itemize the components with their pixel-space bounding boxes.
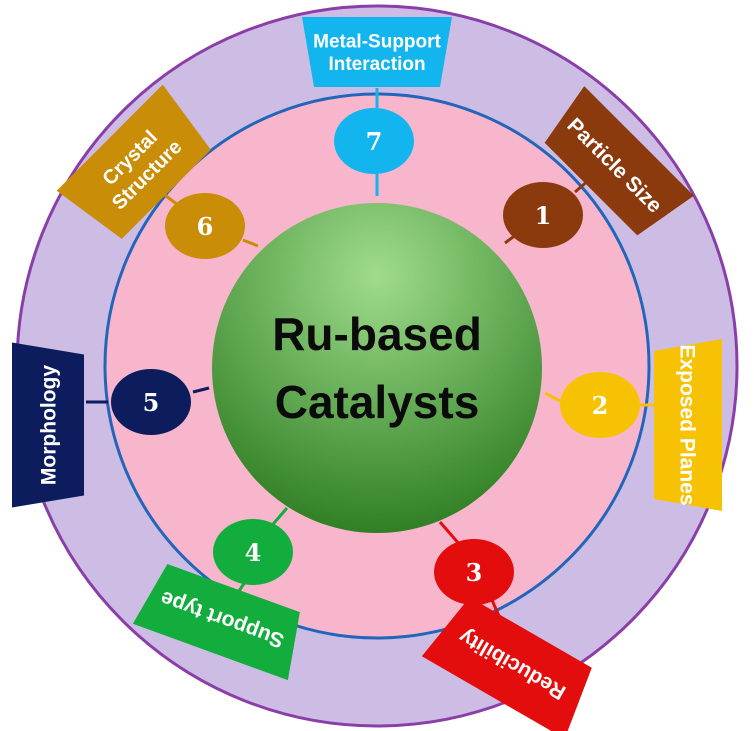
factor-label-box-6 xyxy=(56,84,211,239)
factor-label-box-4 xyxy=(132,563,300,681)
factor-label-text-7-2: Interaction xyxy=(328,54,425,75)
center-title-line2: Catalysts xyxy=(275,376,480,428)
number-badge-7 xyxy=(334,108,414,174)
connector-3-center xyxy=(438,521,462,546)
factor-label-text-2-1: Exposed Planes xyxy=(676,344,699,505)
number-badge-text-1: 1 xyxy=(535,201,552,230)
factor-label-box-7 xyxy=(302,17,452,87)
number-badge-1 xyxy=(503,182,583,248)
number-badge-text-6: 6 xyxy=(197,212,214,241)
center-circle xyxy=(212,203,542,533)
number-badge-text-2: 2 xyxy=(592,391,609,420)
factor-label-text-5-1: Morphology xyxy=(37,365,60,485)
factor-label-2: Exposed Planes xyxy=(654,339,722,511)
number-badge-4 xyxy=(213,519,293,585)
number-badge-6 xyxy=(165,193,245,259)
connector-6-center xyxy=(242,238,259,248)
connector-5-center xyxy=(192,386,210,394)
factor-label-box-5 xyxy=(12,342,84,508)
number-badge-2 xyxy=(560,372,640,438)
factor-label-box-1 xyxy=(544,86,694,236)
connector-2-center xyxy=(544,391,561,403)
factor-label-box-3 xyxy=(421,597,592,731)
number-badges: 1 2 3 4 5 6 7 xyxy=(111,108,640,605)
factor-label-text-7-1: Metal-Support xyxy=(313,31,441,52)
factor-label-box-2 xyxy=(654,339,722,511)
center-title-line1: Ru-based xyxy=(272,308,482,360)
number-badge-text-3: 3 xyxy=(466,558,483,587)
number-badge-text-4: 4 xyxy=(245,538,262,567)
number-badge-text-7: 7 xyxy=(366,127,383,156)
number-badge-text-5: 5 xyxy=(143,388,160,417)
factor-label-5: Morphology xyxy=(12,342,84,508)
number-badge-3 xyxy=(434,539,514,605)
number-badge-5 xyxy=(111,369,191,435)
